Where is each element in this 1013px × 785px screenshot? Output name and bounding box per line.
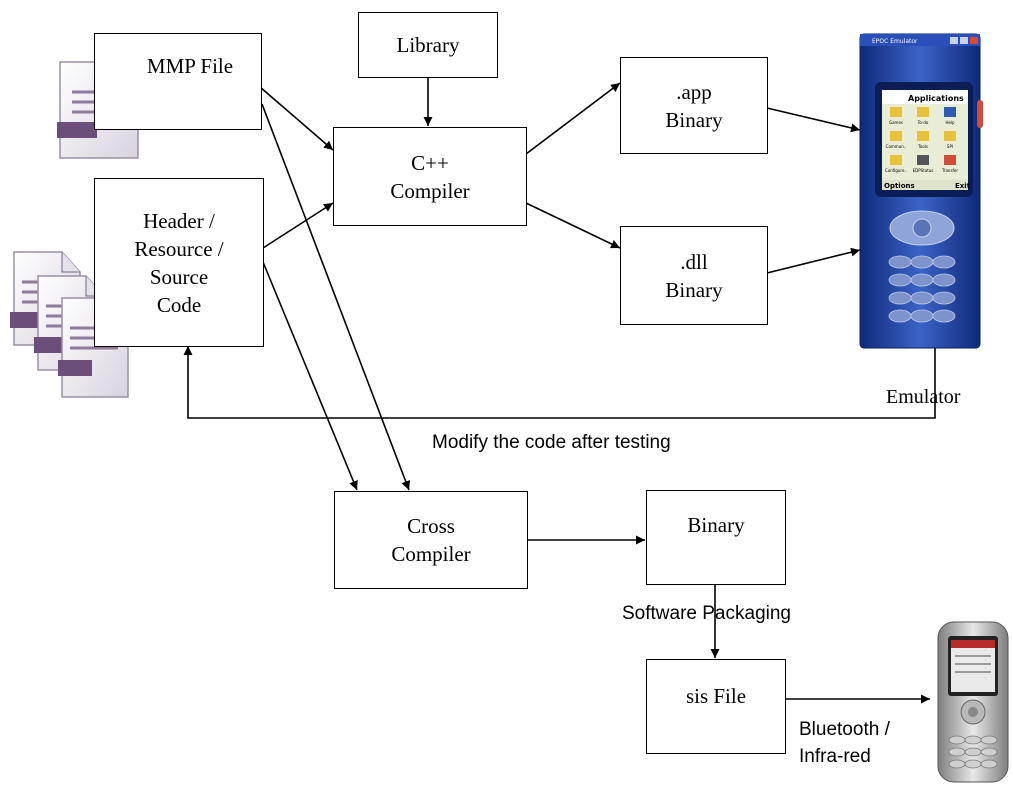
arrow-app-binary-to-emulator [766, 107, 861, 133]
arrow-cpp-to-app-binary [525, 82, 621, 155]
emulator-app-label: EDPStatus [913, 168, 934, 173]
binary-box: Binary [646, 490, 786, 585]
softkey-exit: Exit [955, 182, 971, 190]
emulator-app-icon [890, 155, 902, 165]
documents-stack-icon [10, 251, 129, 398]
emulator-label: Emulator [886, 386, 961, 408]
softkey-options: Options [884, 182, 915, 190]
emulator-app-label: Configure.. [885, 168, 907, 173]
emulator-app-icon [890, 131, 902, 141]
emulator-app-icon [944, 131, 956, 141]
emulator-window-title: EPOC Emulator [872, 38, 918, 45]
arrow-mmp-to-cross-compiler [261, 103, 411, 491]
emulator-app-label: Games [889, 120, 903, 125]
arrow-source-to-cross-compiler [262, 261, 358, 491]
bluetooth-infrared-label: Bluetooth / Infra-red [799, 716, 890, 770]
emulator-app-label: Transfer [941, 168, 958, 173]
arrow-emulator-feedback-to-source [183, 346, 936, 419]
emulator-app-label: Help [945, 120, 955, 125]
dll-binary-box: .dll Binary [620, 226, 768, 325]
emulator-app-icon [917, 155, 929, 165]
emulator-app-label: Commun.. [886, 144, 907, 149]
emulator-device-icon: EPOC Emulator Applications Games To-do Hel… [859, 33, 983, 349]
arrow-mmp-to-cpp-compiler [259, 86, 334, 151]
sis-file-box: sis File [646, 659, 786, 754]
emulator-menu-title: Applications [908, 94, 964, 103]
emulator-app-icon [944, 155, 956, 165]
app-binary-box: .app Binary [620, 57, 768, 154]
arrow-source-to-cpp-compiler [262, 202, 334, 249]
emulator-app-icon [890, 107, 902, 117]
library-box: Library [358, 12, 498, 78]
emulator-app-label: To-do [917, 120, 929, 125]
emulator-app-icon [917, 131, 929, 141]
cpp-compiler-box: C++ Compiler [333, 127, 527, 226]
mmp-file-box: MMP File [94, 33, 262, 130]
software-packaging-label: Software Packaging [622, 603, 791, 624]
cross-compiler-box: Cross Compiler [334, 491, 528, 589]
emulator-app-label: SPI [947, 144, 953, 149]
emulator-app-label: Tools [917, 144, 928, 149]
header-resource-source-box: Header / Resource / Source Code [94, 178, 264, 347]
arrow-dll-binary-to-emulator [766, 247, 861, 274]
mobile-phone-icon [937, 621, 1009, 783]
emulator-app-icon [917, 107, 929, 117]
arrow-cpp-to-dll-binary [525, 202, 621, 249]
emulator-app-icon [944, 107, 956, 117]
modify-code-label: Modify the code after testing [432, 432, 671, 453]
